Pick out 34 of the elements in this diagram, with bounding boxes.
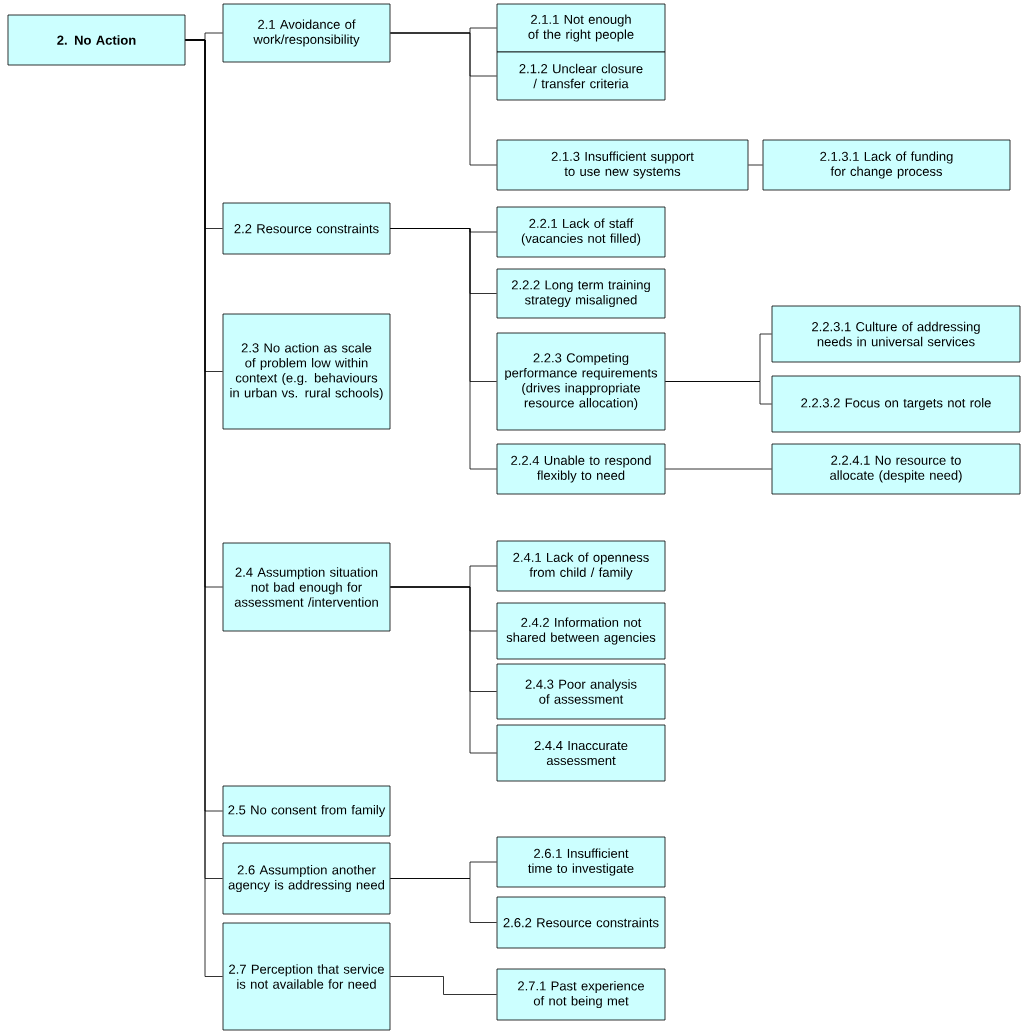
cause-box: 2.5 No consent from family xyxy=(222,785,391,837)
connector-line xyxy=(390,228,497,470)
cause-box: 2.2.2 Long term training strategy misaligned xyxy=(496,268,666,319)
cause-box: 2.2.3.2 Focus on targets not role xyxy=(771,375,1021,433)
cause-box: 2.4.3 Poor analysis of assessment xyxy=(496,663,666,720)
connector-line xyxy=(665,381,772,405)
cause-box: 2.2.3.1 Culture of addressing needs in universal services xyxy=(771,305,1021,363)
cause-box: 2.6.1 Insufficient time to investigate xyxy=(496,836,666,888)
cause-box: 2.2.4 Unable to respond flexibly to need xyxy=(496,443,666,495)
cause-box: 2.2.3 Competing performance requirements (drives inappropriate resource allocation) xyxy=(496,332,666,431)
cause-box: 2.4.1 Lack of openness from child / family xyxy=(496,540,666,592)
cause-box: 2.4.2 Information not shared between agencies xyxy=(496,602,666,660)
cause-box: 2.6.2 Resource constraints xyxy=(496,896,666,949)
cause-box: 2.1.1 Not enough of the right people xyxy=(496,3,666,53)
connector-line xyxy=(390,586,497,754)
cause-box: 2.1.3.1 Lack of funding for change process xyxy=(762,139,1011,191)
cause-box: 2.3 No action as scale of problem low within context (e.g. behaviours in urban vs. rural schools) xyxy=(222,313,391,430)
connector-line xyxy=(390,976,497,995)
connector-line xyxy=(748,164,763,166)
connector-line xyxy=(665,468,772,470)
root-box: 2. No Action xyxy=(7,14,186,66)
cause-box: 2.2.1 Lack of staff (vacancies not filled) xyxy=(496,206,666,258)
cause-box: 2.1.2 Unclear closure / transfer criteria xyxy=(496,51,666,101)
cause-box: 2.4.4 Inaccurate assessment xyxy=(496,724,666,782)
cause-box: 2.4 Assumption situation not bad enough for assessment /intervention xyxy=(222,542,391,632)
cause-box: 2.2.4.1 No resource to allocate (despite need) xyxy=(771,443,1021,495)
cause-box: 2.6 Assumption another agency is addressing need xyxy=(222,842,391,915)
cause-box: 2.1 Avoidance of work/responsibility xyxy=(222,3,391,63)
cause-box: 2.2 Resource constraints xyxy=(222,202,391,255)
connector-line xyxy=(390,878,497,923)
connector-line xyxy=(390,32,497,166)
cause-box: 2.7 Perception that service is not available for need xyxy=(222,922,391,1031)
cause-box: 2.1.3 Insufficient support to use new systems xyxy=(496,139,749,191)
cause-box: 2.7.1 Past experience of not being met xyxy=(496,968,666,1021)
